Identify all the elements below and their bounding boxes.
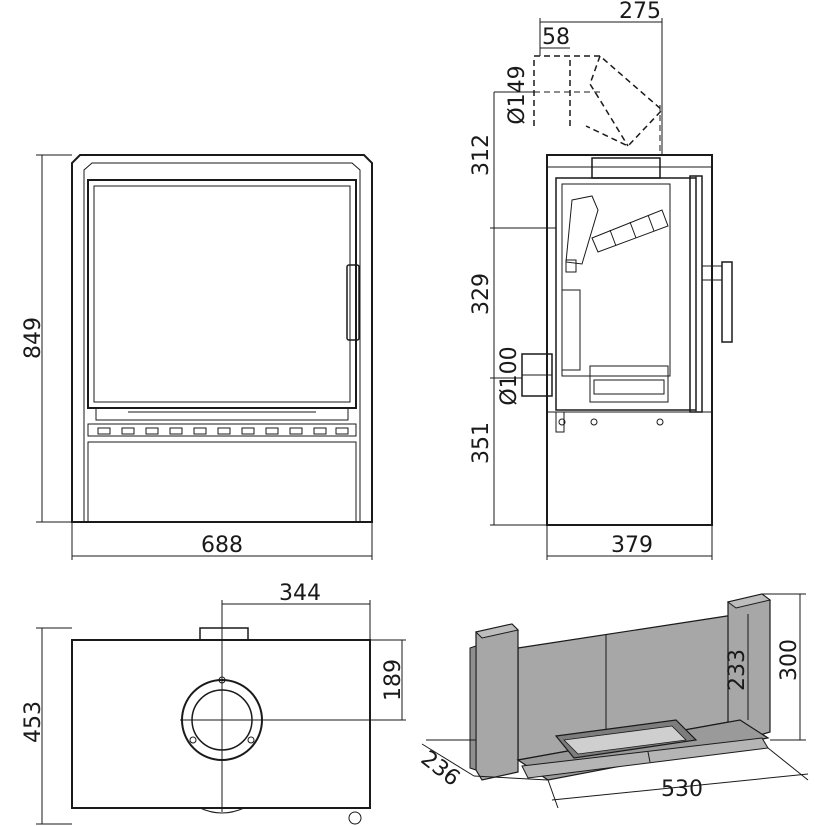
top-view: 344 189 453 [21, 581, 406, 825]
front-height-label: 849 [21, 317, 46, 359]
firebox-width-label: 530 [661, 777, 703, 802]
baffle-left [565, 195, 599, 265]
stove-body-outline [71, 154, 373, 523]
firebox-depth-label: 236 [416, 746, 464, 792]
base-panel [87, 441, 357, 523]
side-depth-label: 379 [611, 533, 653, 558]
top-section-label: 312 [469, 134, 494, 176]
firebox-left-wall [475, 623, 519, 781]
vent-slots [87, 423, 357, 437]
middle-section-label: 329 [469, 273, 494, 315]
top-flue-stub [199, 627, 249, 641]
side-view: 275 58 Ø149 312 329 351 Ø100 379 [469, 0, 733, 560]
side-handle [721, 261, 733, 343]
flue-setback-label: 58 [542, 25, 570, 50]
firebox-view: 233 300 530 236 [416, 593, 809, 809]
firebox-chamber [555, 177, 697, 411]
ash-pan [589, 365, 669, 403]
top-depth-label: 453 [21, 701, 46, 743]
firebox-height-back-label: 233 [725, 649, 750, 691]
leveling-foot [348, 811, 362, 825]
flue-offset-label: 275 [619, 0, 661, 24]
ash-lip [95, 407, 349, 421]
flue-stub [591, 157, 661, 179]
door-handle [346, 264, 360, 341]
firebox-height-side-label: 300 [777, 639, 802, 681]
baffle-plate [591, 209, 669, 253]
flue-center-depth-label: 189 [381, 659, 406, 701]
side-body-outline [546, 154, 713, 526]
front-view: 849 688 [21, 154, 373, 560]
flue-diameter-label: Ø149 [505, 65, 530, 124]
front-width-label: 688 [201, 533, 243, 558]
flue-center-offset-label: 344 [279, 581, 321, 606]
door-glass [87, 179, 357, 409]
bottom-section-label: 351 [469, 422, 494, 464]
flue-elbow-dashed [533, 55, 664, 155]
top-body-outline [71, 639, 371, 809]
air-inlet-diameter-label: Ø100 [497, 346, 522, 405]
